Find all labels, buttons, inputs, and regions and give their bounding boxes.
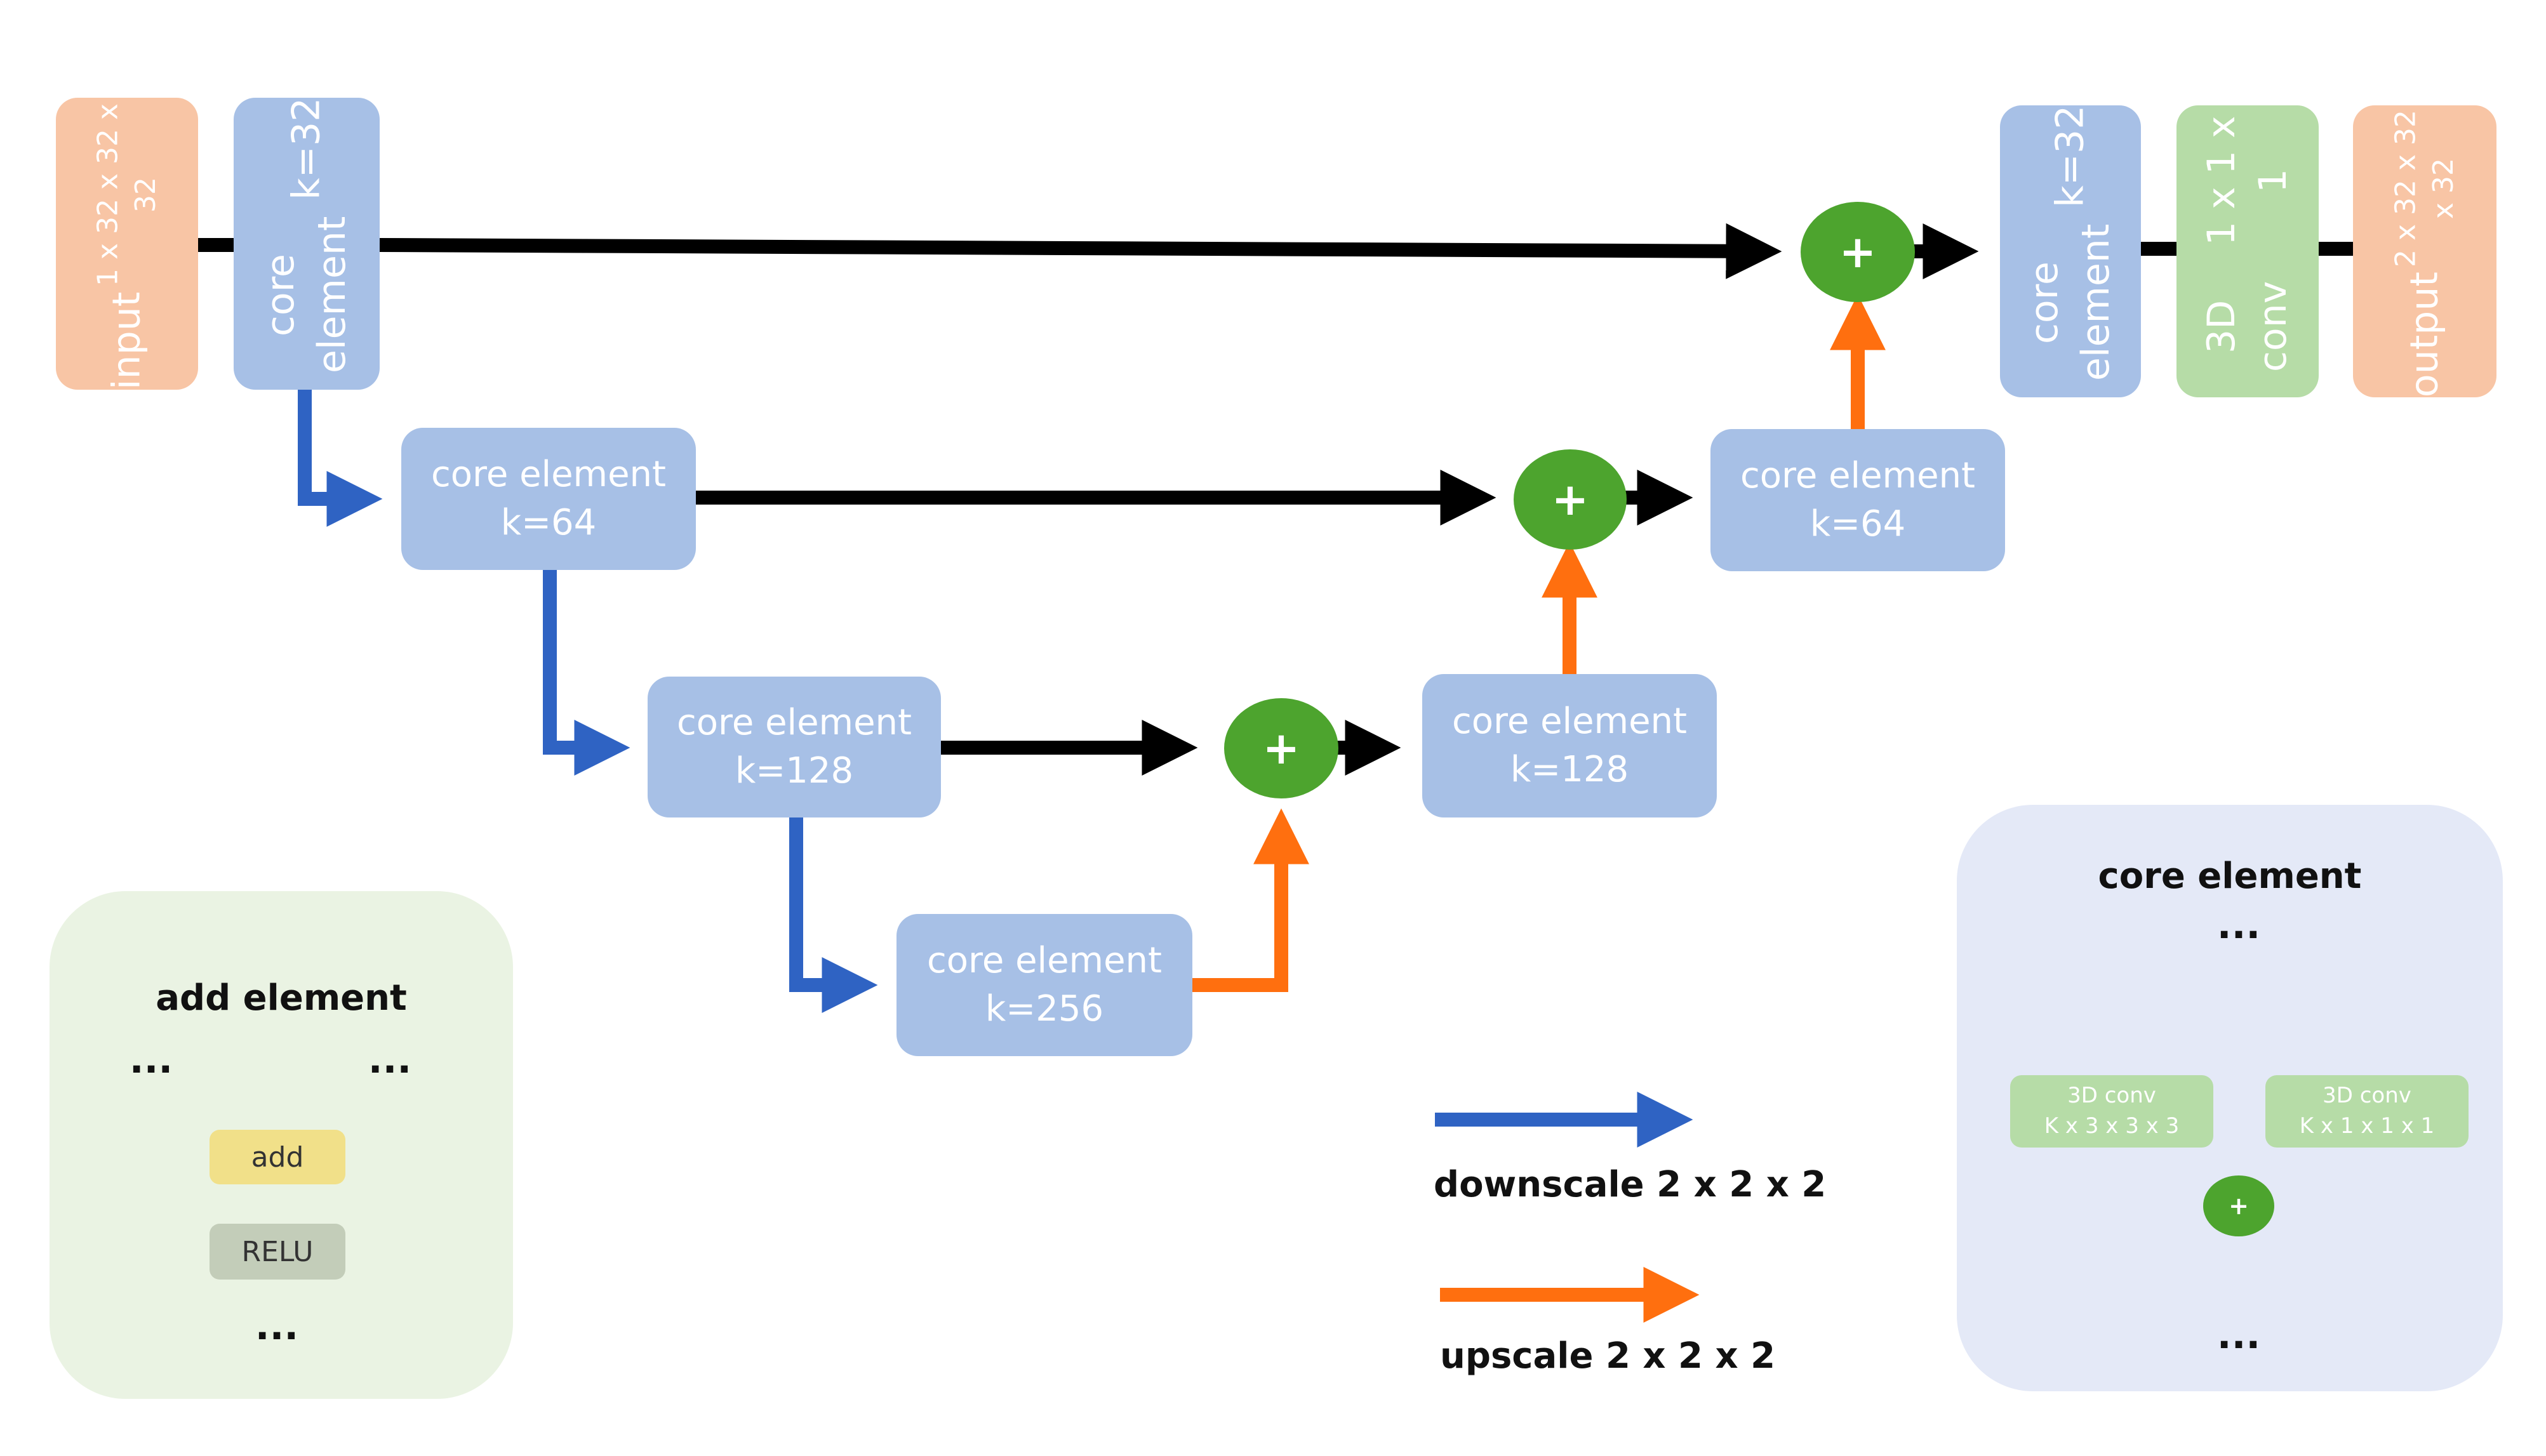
relu-box: RELU (210, 1224, 345, 1280)
relu-label: RELU (241, 1235, 314, 1268)
bottleneck-core-k256: core element k=256 (896, 914, 1192, 1056)
input-dims: 1 x 32 x 32 x 32 (91, 103, 162, 286)
upscale-arrow-1 (1192, 808, 1309, 992)
core-label: core element (430, 454, 666, 496)
downscale-arrows (298, 390, 1693, 1148)
core-label: core element (1451, 701, 1687, 743)
downscale-arrow-2 (543, 570, 630, 776)
core-panel-dots-bottom: ... (2216, 1313, 2261, 1358)
core-label: core element (676, 702, 912, 744)
core-panel-title: core element (2098, 856, 2362, 897)
downscale-arrow-1 (298, 390, 383, 527)
core-k: k=256 (985, 988, 1104, 1029)
core-label: core element (2022, 223, 2118, 381)
core-k: k=64 (500, 502, 597, 543)
core-k: k=128 (1510, 749, 1629, 790)
input-block: input 1 x 32 x 32 x 32 (56, 98, 198, 390)
skip-arrows (379, 223, 1979, 776)
core-label: core element (926, 940, 1162, 982)
plain-connectors (198, 238, 2353, 256)
encoder-core-k128: core element k=128 (648, 677, 941, 817)
conv-a-line1: 3D conv (2067, 1083, 2156, 1109)
conv-b-line1: 3D conv (2323, 1083, 2411, 1109)
upscale-arrows (1192, 294, 1886, 1323)
output-dims: 2 x 32 x 32 x 32 (2389, 110, 2460, 268)
core-label: core element (1740, 455, 1975, 497)
encoder-core-k32: core element k=32 (234, 98, 380, 390)
decoder-core-k128: core element k=128 (1422, 674, 1717, 817)
core-label: core element (258, 216, 354, 374)
add-node-level3: + (1224, 698, 1338, 798)
add-panel-dots-left: ... (129, 1038, 173, 1082)
decoder-core-k32: core element k=32 (2000, 105, 2141, 397)
core-k: k=128 (735, 750, 854, 791)
add-panel-title: add element (156, 977, 407, 1019)
input-label: input (104, 291, 149, 390)
add-node-level2: + (1514, 449, 1627, 550)
core-k: k=32 (284, 98, 329, 201)
add-node-level1: + (1801, 202, 1915, 302)
conv-output-block: 3D conv 1 x 1 x 1 (2176, 105, 2319, 397)
conv-label: 3D conv (2199, 281, 2295, 373)
output-label: output (2402, 272, 2447, 397)
core-k: k=64 (1810, 503, 1906, 545)
core-panel-add-node: + (2203, 1175, 2274, 1236)
legend-downscale-label: downscale 2 x 2 x 2 (1434, 1164, 1827, 1205)
skip-arrow-level1 (379, 223, 1782, 279)
core-k: k=32 (2048, 105, 2093, 208)
encoder-core-k64: core element k=64 (401, 428, 696, 570)
conv-a-line2: K x 3 x 3 x 3 (2044, 1113, 2180, 1139)
conv-dims: 1 x 1 x 1 (2199, 116, 2295, 246)
downscale-arrow-3 (789, 817, 878, 1013)
legend-upscale-label: upscale 2 x 2 x 2 (1440, 1335, 1776, 1377)
decoder-core-k64: core element k=64 (1710, 429, 2005, 571)
core-conv-1x1x1: 3D conv K x 1 x 1 x 1 (2265, 1075, 2469, 1148)
conv-b-line2: K x 1 x 1 x 1 (2299, 1113, 2435, 1139)
add-op-box: add (210, 1130, 345, 1184)
core-panel-dots-top: ... (2216, 903, 2261, 948)
output-block: output 2 x 32 x 32 x 32 (2353, 105, 2496, 397)
add-panel-dots-bottom: ... (255, 1304, 299, 1349)
add-op-label: add (251, 1141, 304, 1174)
add-panel-dots-right: ... (368, 1038, 412, 1082)
core-conv-3x3x3: 3D conv K x 3 x 3 x 3 (2010, 1075, 2213, 1148)
